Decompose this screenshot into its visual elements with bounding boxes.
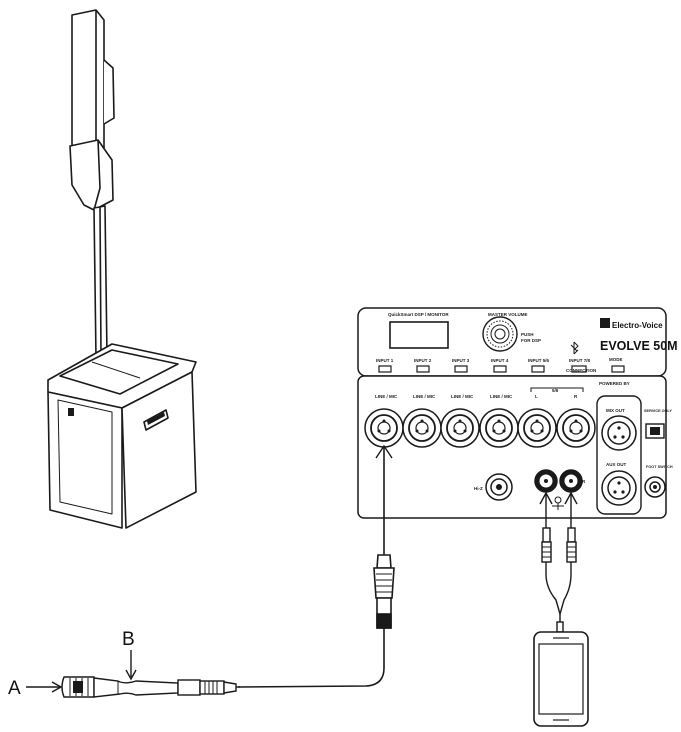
mode-label: MODE: [609, 357, 623, 362]
push-label: PUSH: [521, 332, 534, 337]
push-sub-label: FOR DSP: [521, 338, 541, 343]
jack-1-label: LINE / MIC: [375, 394, 398, 399]
input-1-button[interactable]: [378, 365, 392, 373]
smartphone: [533, 631, 589, 727]
hi-z-label: Hi-Z: [474, 486, 483, 491]
rca-plug-right: [567, 527, 576, 543]
display-label: QuickSmart DSP / MONITOR: [388, 312, 449, 317]
input-1-label: INPUT 1: [376, 358, 394, 363]
mix-out-label: MIX OUT: [606, 408, 625, 413]
input-56-label: INPUT 5/6: [528, 358, 550, 363]
callout-b: B: [122, 629, 137, 681]
hi-z-jack[interactable]: [485, 473, 513, 501]
phone-screen: [538, 643, 584, 715]
input-2-label: INPUT 2: [414, 358, 432, 363]
column-array-bottom: [69, 139, 114, 211]
aux-out-label: AUX OUT: [606, 462, 627, 467]
input-56-button[interactable]: [531, 365, 545, 373]
column-speaker: [47, 9, 197, 529]
callout-a: A: [8, 678, 63, 699]
input-2-button[interactable]: [416, 365, 430, 373]
input-4-button[interactable]: [493, 365, 507, 373]
mixer-labels: QuickSmart DSP / MONITOR MASTER VOLUME P…: [375, 312, 678, 491]
combo-jack-5[interactable]: [517, 408, 557, 448]
jack-3-label: LINE / MIC: [451, 394, 474, 399]
rca-r-label: R: [582, 479, 586, 484]
brand-label: Electro-Voice: [612, 321, 663, 330]
ev-logo: [600, 318, 610, 328]
input-78-button[interactable]: [571, 365, 587, 373]
mic-body: [93, 677, 179, 698]
service-label: SERVICE ONLY: [644, 409, 672, 413]
combo-jacks: [364, 408, 596, 448]
input-4-label: INPUT 4: [491, 358, 509, 363]
rca-plug-left: [542, 527, 551, 543]
jack-2-label: LINE / MIC: [413, 394, 436, 399]
input-78-label: INPUT 7/8: [569, 358, 591, 363]
footswitch-label: FOOT SWITCH: [646, 465, 673, 469]
subwoofer-front: [47, 391, 123, 529]
mixer-bottom-section: [357, 375, 667, 519]
input-56-bracket-label: 5/6: [552, 388, 559, 393]
rca-y-cable: [539, 491, 578, 633]
powered-by-label: POWERED BY: [599, 381, 630, 386]
service-port[interactable]: [645, 423, 665, 439]
dsp-display: [389, 321, 449, 349]
combo-jack-4[interactable]: [479, 408, 519, 448]
combo-jack-6[interactable]: [556, 408, 596, 448]
bluetooth-sub-label: CONNECTION: [566, 368, 596, 373]
callout-a-label: A: [8, 678, 21, 699]
combo-jack-2[interactable]: [402, 408, 442, 448]
master-volume-label: MASTER VOLUME: [488, 312, 528, 317]
aux-mini-jack[interactable]: [554, 496, 562, 504]
xlr-plug: [376, 554, 392, 569]
mode-button[interactable]: [611, 365, 625, 373]
input-3-label: INPUT 3: [452, 358, 470, 363]
callout-b-label: B: [122, 629, 135, 650]
mix-out-jack[interactable]: [601, 415, 637, 451]
xlr-arrow: [375, 444, 393, 459]
subwoofer-side: [121, 371, 197, 529]
footswitch-jack[interactable]: [644, 476, 666, 498]
microphone: [61, 676, 240, 698]
column-array-top: [71, 9, 105, 157]
jack-4-label: LINE / MIC: [490, 394, 513, 399]
jack-6-label: R: [574, 394, 578, 399]
combo-jack-1[interactable]: [364, 408, 404, 448]
xlr-cable: [237, 444, 395, 688]
input-select-buttons: [378, 365, 625, 373]
combo-jack-3[interactable]: [440, 408, 480, 448]
model-label: EVOLVE 50M: [600, 339, 678, 353]
subwoofer-badge: [68, 408, 74, 416]
master-volume-knob[interactable]: [482, 316, 518, 352]
bluetooth-icon: [570, 341, 579, 355]
svg-text:L: L: [537, 479, 540, 484]
aux-out-jack[interactable]: [601, 470, 637, 506]
input-3-button[interactable]: [454, 365, 468, 373]
rca-jack-right[interactable]: [559, 469, 583, 493]
jack-5-label: L: [535, 394, 538, 399]
